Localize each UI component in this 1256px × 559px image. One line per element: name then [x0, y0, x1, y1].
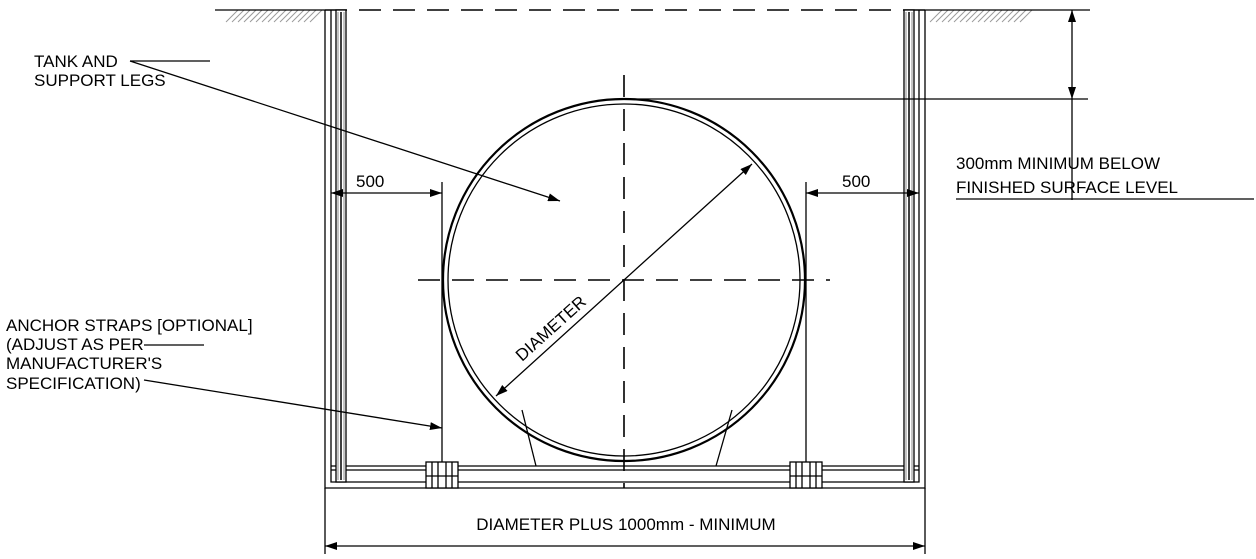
anchor-bolt-left: [425, 461, 459, 489]
side-wall-right: [903, 9, 915, 483]
tank-label-leader: [129, 60, 561, 202]
excavation-pit-inner: [330, 10, 920, 483]
anchor-label-leader: [143, 379, 443, 431]
clearance-label-left: 500: [356, 172, 384, 191]
anchor-bolt-right: [789, 461, 823, 489]
depth-label-line1: 300mm MINIMUM BELOW: [956, 154, 1160, 173]
ground-hatch-right: [929, 9, 1033, 23]
tank-label-line1: TANK AND: [34, 52, 118, 71]
clearance-label-right: 500: [842, 172, 870, 191]
side-wall-left: [335, 9, 347, 483]
excavation-pit-outer: [324, 10, 926, 489]
anchor-label-line4: SPECIFICATION): [6, 374, 141, 393]
support-leg-left: [521, 409, 537, 467]
support-leg-right: [715, 409, 733, 467]
anchor-label-line3: MANUFACTURER'S: [6, 354, 162, 373]
anchor-label-line1: ANCHOR STRAPS [OPTIONAL]: [6, 316, 253, 335]
overall-width-label: DIAMETER PLUS 1000mm - MINIMUM: [476, 515, 775, 534]
diameter-dimension-line: [495, 163, 753, 397]
anchor-label-line2: (ADJUST AS PER: [6, 335, 144, 354]
depth-label-line2: FINISHED SURFACE LEVEL: [956, 178, 1178, 197]
diameter-label: DIAMETER: [512, 292, 590, 365]
tank-label-line2: SUPPORT LEGS: [34, 71, 166, 90]
ground-hatch-left: [225, 9, 323, 23]
